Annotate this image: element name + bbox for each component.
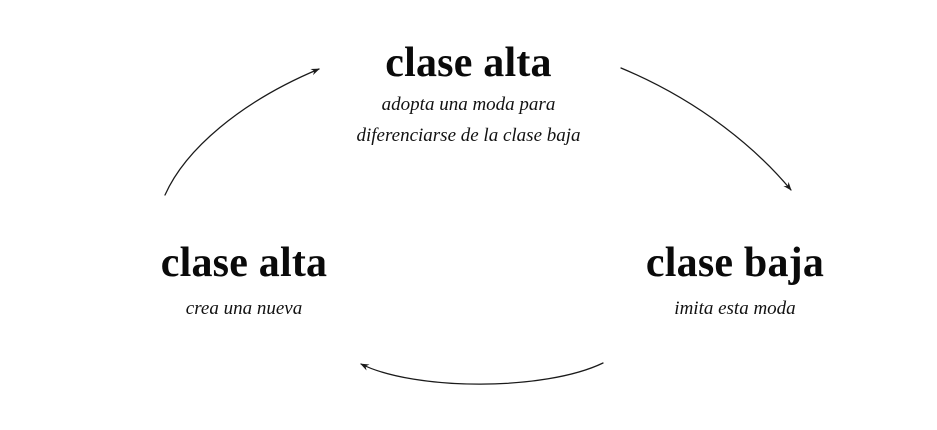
- arrow-top-to-right: [620, 67, 792, 191]
- cycle-node-top: clase alta adopta una moda para diferenc…: [0, 40, 937, 148]
- node-left-subtitle-line-1: crea una nueva: [185, 298, 303, 319]
- node-right-subtitle-line-1: imita esta moda: [674, 298, 796, 319]
- node-top-subtitle-line-1: adopta una moda para: [381, 94, 556, 115]
- node-top-subtitle-line-2: diferenciarse de la clase baja: [356, 125, 581, 146]
- node-top-title: clase alta: [385, 40, 552, 86]
- node-right-title: clase baja: [645, 240, 825, 286]
- cycle-node-right: clase baja imita esta moda: [585, 240, 885, 321]
- node-left-title: clase alta: [160, 240, 328, 286]
- arrow-left-to-top: [164, 68, 320, 196]
- arrow-right-to-left: [360, 362, 604, 385]
- cycle-node-left: clase alta crea una nueva: [94, 240, 394, 321]
